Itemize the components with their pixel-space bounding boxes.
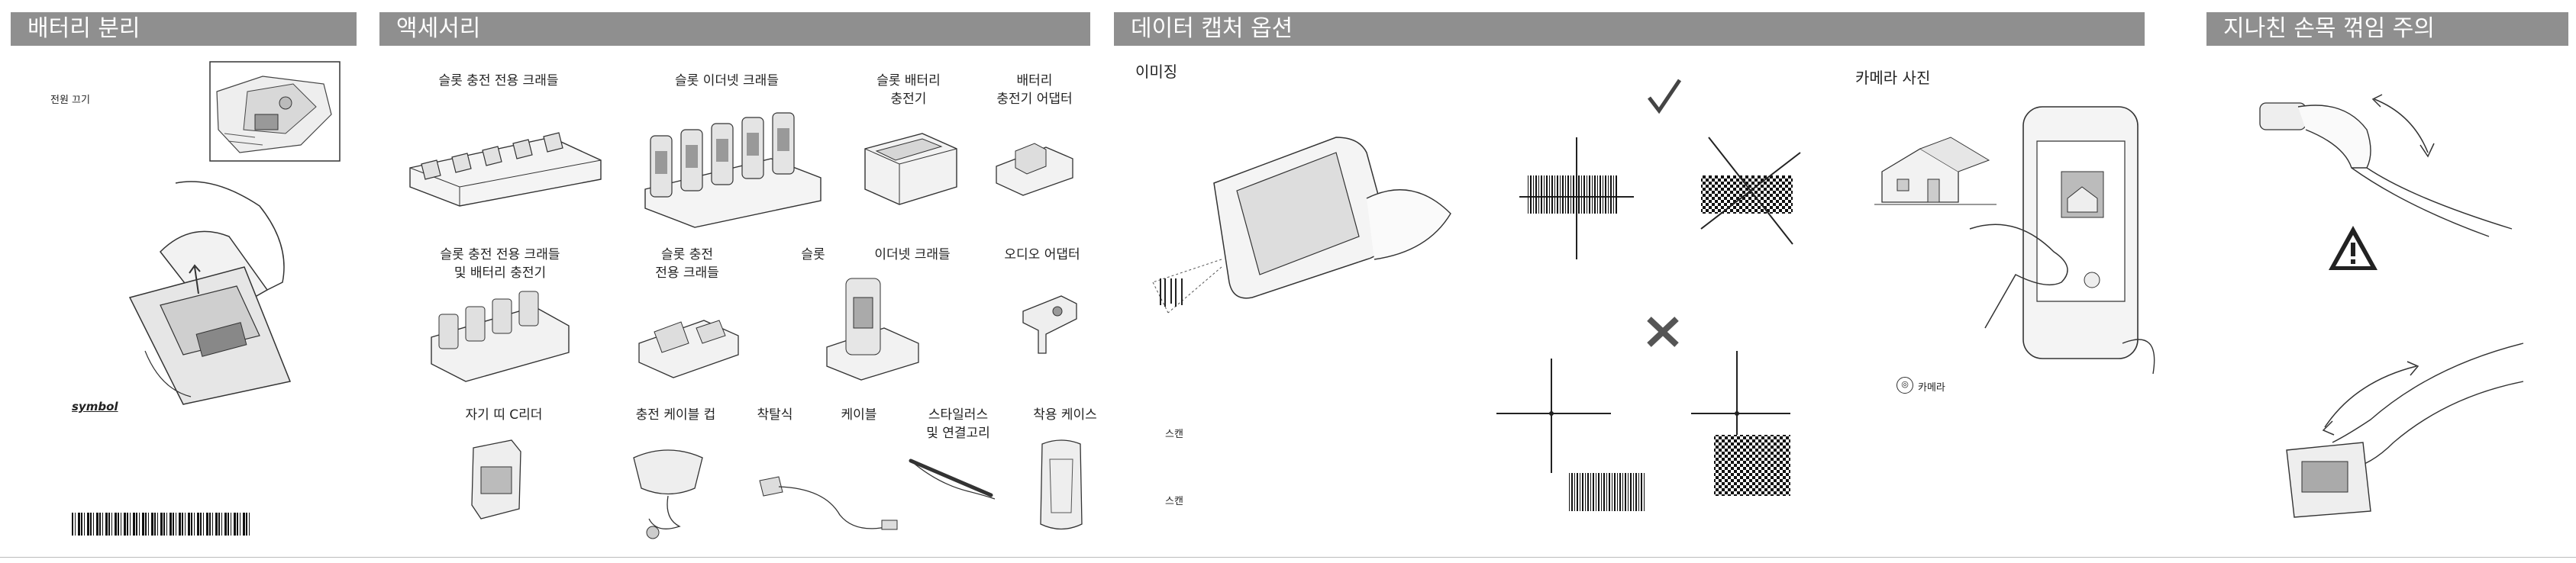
product-barcode [72,513,250,536]
incorrect-aim-x-icon [1645,317,1680,347]
wrist-bend-up-illustration [2260,84,2520,236]
slot-battery-charger-illustration [861,130,960,206]
bottom-rule [0,557,2576,558]
accessory-label-slot: 슬롯 [786,246,840,264]
accessory-label-slot-charge-cradle: 슬롯 충전 전용 크래들 [418,72,579,90]
accessories-section-title: 액세서리 [396,15,480,42]
offset-aim-1d-barcode [1496,359,1649,519]
camera-device-in-hand-illustration [1970,99,2168,389]
five-slot-charge-cradle-illustration [406,122,603,206]
accessory-label-audio-adapter: 오디오 어댑터 [993,246,1092,264]
imaging-label: 이미징 [1135,60,1177,82]
power-button-detail-illustration [209,61,341,162]
correct-aim-checkmark-icon [1645,76,1683,114]
single-slot-ethernet-cradle-illustration [823,275,922,381]
camera-label: 카메라 [1918,379,1945,394]
caution-section-title: 지나친 손목 꺾임 주의 [2223,15,2435,42]
holster-illustration [1035,436,1088,536]
battery-removal-illustration [115,175,298,404]
accessory-label-detachable: 착탈식 [752,406,798,424]
capture-section-header: 데이터 캡처 옵션 [1114,12,2145,46]
incorrect-aim-2d-barcode [1693,130,1808,252]
correct-aim-1d-barcode [1519,137,1634,259]
accessories-section-header: 액세서리 [379,12,1090,46]
accessory-label-slot-charge-only-cradle: 슬롯 충전 전용 크래들 [626,246,748,282]
mag-stripe-reader-illustration [466,436,527,520]
camera-photo-label: 카메라 사진 [1855,66,1930,88]
wrist-bend-down-illustration [2279,336,2523,519]
battery-section-header: 배터리 분리 [11,12,357,46]
offset-aim-2d-barcode [1676,351,1829,503]
accessory-label-slot-cradle-with-charger: 슬롯 충전 전용 크래들 및 배터리 충전기 [408,246,592,282]
cradle-with-battery-charger-illustration [428,284,573,383]
accessory-label-mag-stripe-reader: 자기 띠 C리더 [443,406,565,424]
battery-charger-adapter-illustration [993,136,1077,197]
accessory-label-cable: 케이블 [832,406,886,424]
caution-section-header: 지나친 손목 꺾임 주의 [2206,12,2568,46]
accessory-label-ethernet-cradle: 이더넷 크래들 [855,246,970,264]
handheld-imaging-illustration [1138,107,1458,313]
accessory-label-slot-ethernet-cradle: 슬롯 이더넷 크래들 [650,72,803,90]
capture-section-title: 데이터 캡처 옵션 [1131,15,1293,42]
accessory-label-holster: 착용 케이스 [1023,406,1107,424]
scan-label-2: 스캔 [1165,493,1183,507]
detachable-cable-illustration [756,473,901,534]
battery-section-title: 배터리 분리 [27,15,140,42]
five-slot-ethernet-cradle-illustration [641,113,825,227]
charge-cable-cup-illustration [626,442,710,542]
stylus-tether-illustration [907,453,999,507]
single-slot-charge-cradle-illustration [635,305,742,381]
camera-app-icon: ◎ [1896,377,1913,394]
accessory-label-stylus-tether: 스타일러스 및 연결고리 [909,406,1008,442]
scan-label-1: 스캔 [1165,426,1183,440]
power-off-label: 전원 끄기 [50,92,90,106]
warning-triangle-icon [2327,224,2379,272]
accessory-label-battery-charger-adapter: 배터리 충전기 어댑터 [977,72,1092,108]
symbol-logo: symbol [72,400,118,413]
accessory-label-charge-cable-cup: 충전 케이블 컵 [618,406,733,424]
accessory-label-slot-battery-charger: 슬롯 배터리 충전기 [855,72,962,108]
audio-adapter-illustration [1015,288,1084,357]
